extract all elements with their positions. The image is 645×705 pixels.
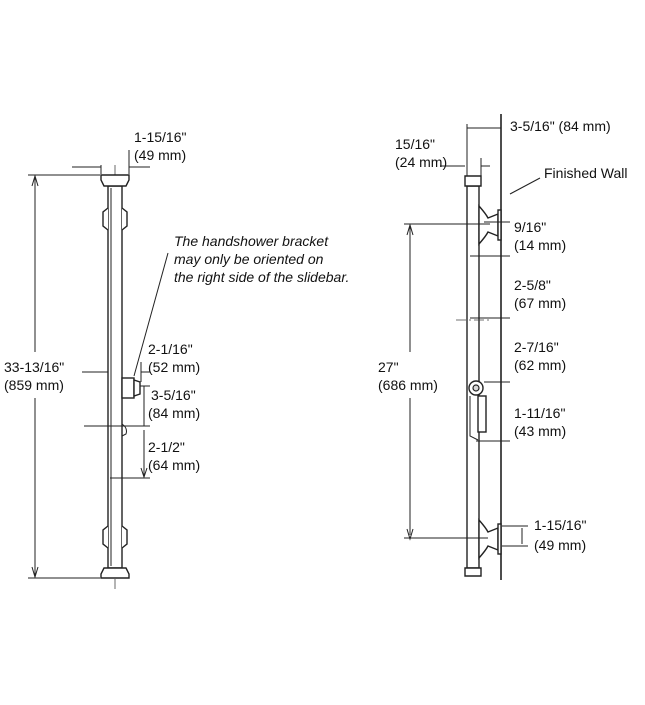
height-arrow-bottom bbox=[31, 566, 39, 579]
front-view: 1-15/16" (49 mm) 33-13/16" (859 mm) 2-1/… bbox=[4, 129, 349, 590]
bracket-lever bbox=[121, 423, 127, 437]
mount-width-mm: (49 mm) bbox=[534, 537, 586, 553]
bracket-lower-inches: 2-1/2" bbox=[148, 439, 185, 455]
top-mount-right-ear bbox=[121, 207, 128, 231]
mount-thickness-mm: (14 mm) bbox=[514, 237, 566, 253]
wall-label-leader bbox=[509, 177, 541, 195]
bracket-offset-inches: 2-1/16" bbox=[148, 341, 193, 357]
height-arrow-top bbox=[31, 174, 39, 187]
center-height-arrow-bottom bbox=[406, 528, 414, 541]
bracket-lower-mm: (64 mm) bbox=[148, 457, 200, 473]
bracket-note-line-1: The handshower bracket bbox=[174, 233, 329, 249]
bracket-note-line-3: the right side of the slidebar. bbox=[174, 269, 349, 285]
bottom-mount-right-ear bbox=[121, 525, 128, 549]
dim-b-mm: (62 mm) bbox=[514, 357, 566, 373]
center-height-mm: (686 mm) bbox=[378, 377, 438, 393]
bracket-height-inches: 3-5/16" bbox=[151, 387, 196, 403]
handshower-bracket-knob bbox=[133, 379, 141, 397]
side-bottom-mount-flange bbox=[497, 523, 502, 555]
bracket-offset-mm: (52 mm) bbox=[148, 359, 200, 375]
handshower-bracket-body bbox=[121, 377, 135, 399]
center-height-arrow-top bbox=[406, 223, 414, 236]
side-view: 3-5/16" (84 mm) 15/16" (24 mm) Finished … bbox=[378, 114, 628, 580]
dim-a-mm: (67 mm) bbox=[514, 295, 566, 311]
mount-width-inches: 1-15/16" bbox=[534, 517, 586, 533]
slide-bar-rail bbox=[107, 185, 123, 569]
top-width-mm: (49 mm) bbox=[134, 147, 186, 163]
side-bottom-wall-mount bbox=[478, 518, 499, 560]
height-mm: (859 mm) bbox=[4, 377, 64, 393]
side-holder-edge bbox=[469, 396, 479, 441]
height-inches: 33-13/16" bbox=[4, 359, 64, 375]
top-mount-left-ear bbox=[102, 207, 109, 231]
dim-a-inches: 2-5/8" bbox=[514, 277, 551, 293]
wall-projection-label: 3-5/16" (84 mm) bbox=[510, 118, 611, 134]
mount-thickness-inches: 9/16" bbox=[514, 219, 546, 235]
bracket-lower-arrow bbox=[140, 467, 148, 479]
bottom-mount-left-ear bbox=[102, 525, 109, 549]
center-height-inches: 27" bbox=[378, 359, 399, 375]
side-holder-cradle bbox=[477, 395, 487, 433]
top-width-inches: 1-15/16" bbox=[134, 129, 186, 145]
bracket-note-line-2: may only be oriented on bbox=[174, 251, 324, 267]
bar-depth-mm: (24 mm) bbox=[395, 154, 447, 170]
side-bar-profile bbox=[466, 185, 480, 569]
top-end-cap bbox=[100, 174, 130, 187]
dim-b-inches: 2-7/16" bbox=[514, 339, 559, 355]
side-bottom-cap bbox=[464, 567, 482, 577]
bracket-height-mm: (84 mm) bbox=[148, 405, 200, 421]
note-leader-line bbox=[133, 252, 169, 377]
bottom-end-cap bbox=[100, 567, 130, 579]
bar-depth-inches: 15/16" bbox=[395, 136, 435, 152]
side-holder-knob-center bbox=[472, 384, 480, 392]
dim-c-inches: 1-11/16" bbox=[514, 405, 565, 421]
finished-wall-label: Finished Wall bbox=[544, 165, 628, 181]
side-top-mount-flange bbox=[497, 209, 502, 241]
dim-c-mm: (43 mm) bbox=[514, 423, 566, 439]
side-top-cap bbox=[464, 175, 482, 187]
side-top-wall-mount bbox=[478, 204, 499, 246]
